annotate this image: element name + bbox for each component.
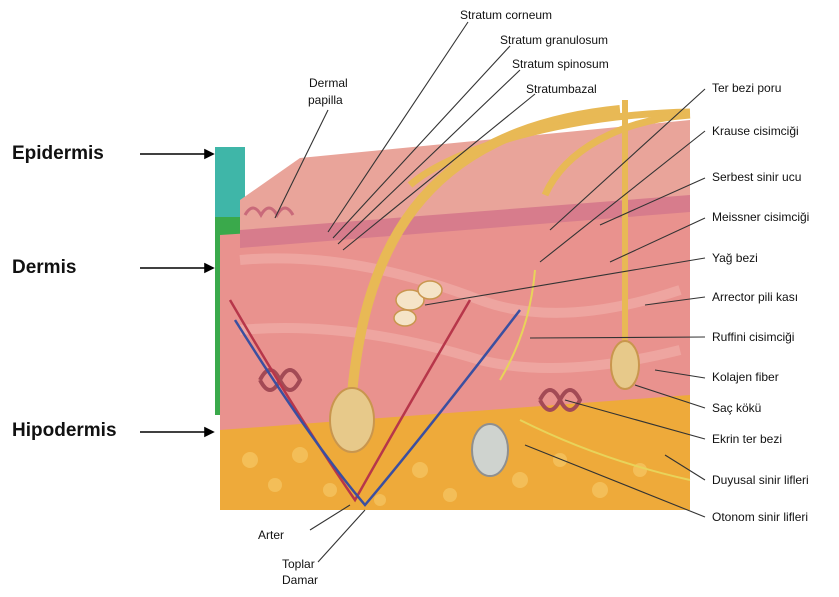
label-dermal: Dermal (309, 76, 348, 90)
label-ekrin-ter-bezi: Ekrin ter bezi (712, 432, 782, 446)
label-toplar: Toplar (282, 557, 315, 571)
pacinian-corpuscle (472, 424, 508, 476)
layer-arrows (140, 150, 213, 436)
label-krause-cisimcigi: Krause cisimciği (712, 124, 799, 138)
hair-bulb (330, 388, 374, 452)
label-duyusal-sinir-lifleri: Duyusal sinir lifleri (712, 473, 809, 487)
label-meissner-cisimcigi: Meissner cisimciği (712, 210, 809, 224)
label-otonom-sinir-lifleri: Otonom sinir lifleri (712, 510, 808, 524)
label-sac-koku: Saç kökü (712, 401, 761, 415)
label-arter: Arter (258, 528, 284, 542)
label-stratum-spinosum: Stratum spinosum (512, 57, 609, 71)
epidermis-label: Epidermis (12, 143, 104, 165)
label-serbest-sinir-ucu: Serbest sinir ucu (712, 170, 801, 184)
label-stratum-basal: Stratumbazal (526, 82, 597, 96)
dermis-label: Dermis (12, 257, 76, 279)
label-ruffini-cisimcigi: Ruffini cisimciği (712, 330, 794, 344)
label-ter-bezi-poru: Ter bezi poru (712, 81, 781, 95)
label-yag-bezi: Yağ bezi (712, 251, 758, 265)
label-arrector-pili-kasi: Arrector pili kası (712, 290, 798, 304)
label-stratum-corneum: Stratum corneum (460, 8, 552, 22)
label-papilla: papilla (308, 93, 343, 107)
hypodermis-label: Hipodermis (12, 420, 117, 442)
skin-block (220, 100, 690, 510)
label-stratum-granulosum: Stratum granulosum (500, 33, 608, 47)
label-kolajen-fiber: Kolajen fiber (712, 370, 779, 384)
label-damar: Damar (282, 573, 318, 587)
